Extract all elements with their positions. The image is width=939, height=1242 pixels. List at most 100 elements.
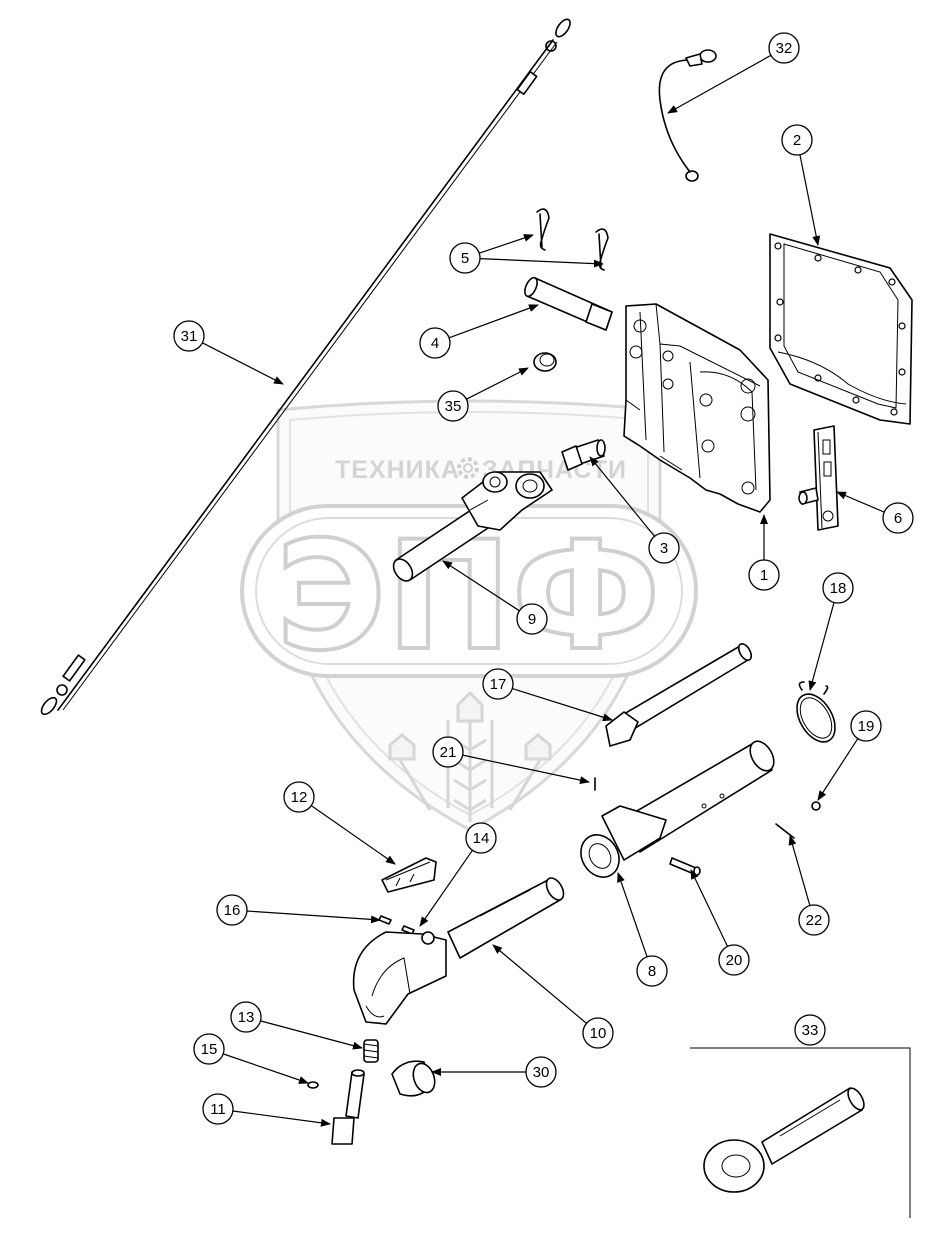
callout-label-31: 31: [181, 328, 198, 345]
callout-leader-5: [479, 234, 534, 254]
callout-bubble-19: [850, 710, 882, 742]
part-15-pin: [307, 1081, 319, 1089]
callout-label-19: 19: [858, 718, 875, 735]
callout-bubble-3: [648, 532, 680, 564]
callout-leader-3: [589, 456, 656, 537]
callout-label-32: 32: [776, 40, 793, 57]
callout-bubble-5: [449, 242, 481, 274]
callout-leader-10: [492, 944, 587, 1024]
callout-bubble-8: [636, 955, 668, 987]
callout-leader-31: [202, 342, 284, 385]
callout-leader-21: [462, 754, 590, 785]
callout-leader-14: [419, 849, 473, 927]
callout-leader-17: [512, 687, 613, 722]
callout-bubble-20: [718, 944, 750, 976]
callout-bubble-18: [822, 572, 854, 604]
callout-leader-16: [246, 910, 381, 924]
callout-bubble-4: [419, 327, 451, 359]
part-35-bushing: [533, 352, 557, 372]
callout-label-1: 1: [760, 567, 768, 584]
callout-bubble-15: [193, 1033, 225, 1065]
callout-label-12: 12: [291, 789, 308, 806]
callouts: 3225431356319181719211214162220810131530…: [173, 32, 914, 1127]
callout-label-4: 4: [431, 335, 439, 352]
part-30-bushing: [391, 1060, 436, 1097]
callout-bubble-32: [768, 32, 800, 64]
gear-icon: [457, 457, 479, 479]
part-31-cable: [40, 18, 571, 716]
callout-label-15: 15: [201, 1041, 218, 1058]
callout-label-8: 8: [648, 963, 656, 980]
callout-bubble-11: [202, 1093, 234, 1125]
part-18-spring-clip: [796, 681, 836, 743]
part-32-lanyard: [658, 49, 717, 182]
callout-label-17: 17: [490, 676, 507, 693]
callout-label-35: 35: [445, 398, 462, 415]
callout-leader-11: [232, 1110, 331, 1127]
callout-label-14: 14: [473, 830, 490, 847]
callout-label-18: 18: [830, 580, 847, 597]
part-11-plunger: [331, 1069, 365, 1145]
part-13-spring: [363, 1039, 379, 1063]
callout-leader-13: [260, 1020, 363, 1050]
part-1-housing: [623, 303, 771, 513]
part-9-clevis-rod: [392, 471, 553, 582]
callout-bubble-35: [437, 390, 469, 422]
callout-label-2: 2: [793, 132, 801, 149]
callout-label-5: 5: [461, 250, 469, 267]
callout-label-21: 21: [440, 744, 457, 761]
part-19-nut: [811, 801, 821, 811]
watermark-top-left: ТЕХНИКА: [335, 456, 460, 484]
callout-label-11: 11: [210, 1101, 226, 1118]
callout-bubble-31: [173, 320, 205, 352]
callout-leader-35: [466, 367, 529, 400]
part-6-plate: [798, 425, 839, 531]
callout-leader-5b: [479, 258, 604, 268]
callout-leader-9: [442, 560, 520, 612]
callout-label-22: 22: [806, 912, 823, 929]
callout-leader-2: [799, 154, 821, 246]
callout-label-16: 16: [224, 902, 241, 919]
callout-label-6: 6: [894, 510, 902, 527]
part-22-roll-pin: [775, 823, 795, 839]
part-17-lift-pin: [605, 643, 753, 747]
watermark: ТЕХНИКА ЗАПЧАСТИ ЭПФ: [240, 399, 698, 832]
callout-label-33: 33: [802, 1022, 819, 1039]
callout-bubble-14: [465, 822, 497, 854]
callout-bubble-30: [525, 1056, 557, 1088]
callout-leader-12: [310, 805, 396, 865]
callout-leader-22: [788, 835, 811, 906]
callout-leader-15: [222, 1053, 309, 1084]
callout-bubble-12: [283, 781, 315, 813]
callout-leader-8: [617, 872, 648, 958]
callout-bubble-6: [882, 502, 914, 534]
part-2-gasket: [769, 233, 913, 425]
part-16-pin: [378, 915, 392, 925]
callout-bubble-10: [582, 1017, 614, 1049]
callout-label-9: 9: [528, 611, 536, 628]
callout-label-3: 3: [660, 540, 668, 557]
callout-leader-4: [448, 304, 539, 339]
callout-bubble-33: [794, 1014, 826, 1046]
callout-bubble-2: [781, 124, 813, 156]
callout-bubble-17: [482, 668, 514, 700]
part-8-outer-tube: [580, 740, 775, 878]
part-10-hook-arm: [352, 877, 565, 1025]
callout-leader-32: [667, 54, 772, 114]
part-5-r-clips: [536, 208, 609, 271]
part-4-pin: [524, 276, 613, 331]
callout-label-30: 30: [533, 1064, 550, 1081]
part-12-latch: [381, 857, 437, 893]
callout-label-20: 20: [726, 952, 743, 969]
callout-leader-19: [817, 738, 859, 801]
callout-leader-6: [836, 491, 885, 513]
wheat-icon: [388, 690, 552, 822]
callout-label-10: 10: [590, 1025, 607, 1042]
callout-bubble-13: [230, 1001, 262, 1033]
callout-leader-20: [690, 869, 729, 947]
part-33-inset: [690, 1047, 911, 1218]
callout-bubble-16: [216, 894, 248, 926]
callout-label-13: 13: [238, 1009, 255, 1026]
callout-leader-18: [808, 602, 835, 691]
